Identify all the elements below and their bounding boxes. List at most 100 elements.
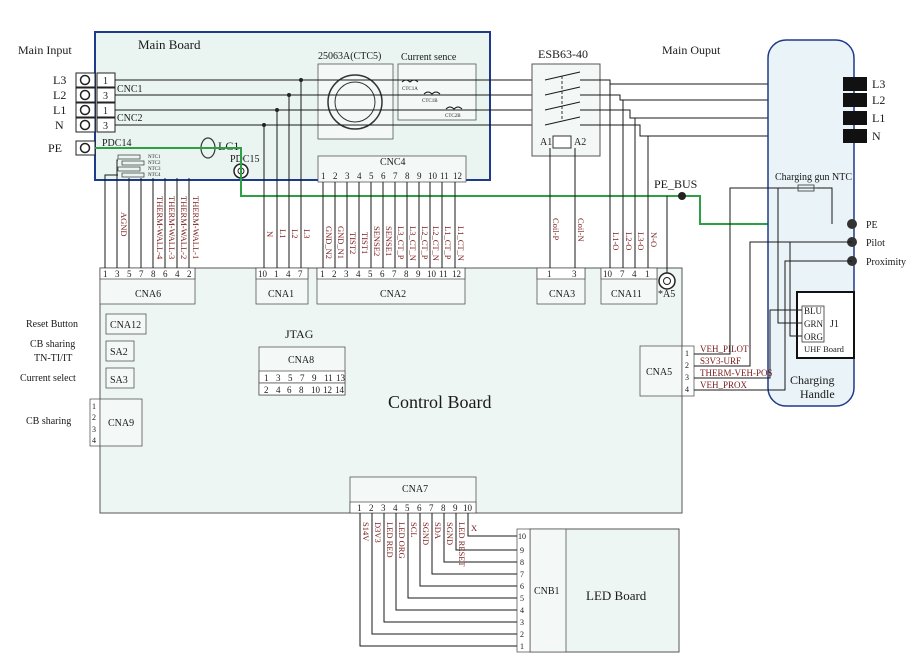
main-input-title: Main Input [18,43,72,57]
coil-2-icon [423,91,441,95]
wire [455,513,517,551]
output-line-label: L1 [872,111,885,125]
cna2-pin: 5 [368,269,373,279]
cna2-pin: 10 [427,269,437,279]
wire [467,513,517,537]
cna8-pin: 8 [299,385,304,395]
cna9-label: CB sharing [26,416,71,427]
cna5-pin-strip [681,345,695,397]
cnb1-pin: 1 [520,642,524,651]
esb-contacts [544,71,581,126]
cnb1-pin-strip [516,528,531,653]
ntc-label: NTC4 [148,173,161,178]
cnb1-pin: 4 [520,606,524,615]
cna7-title: CNA7 [402,484,428,495]
terminal-box [75,87,96,103]
cna3-pin: 3 [572,269,577,279]
cna11-pin: 4 [632,269,637,279]
cna5-pin: 2 [685,361,689,370]
cna8-pins: 1 3 5 7 9 11 13 2 4 6 8 10 12 14 [264,373,346,395]
cna8-pin: 9 [312,373,317,383]
ntc-resistor-icon [117,166,141,172]
cna11-signal: N-O [649,232,659,247]
cna9-pin: 4 [92,436,96,445]
cnb1-pin: 7 [520,570,524,579]
cna7-signal: D3V3 [373,522,383,543]
cna2-pin: 4 [356,269,361,279]
cna9-pin: 1 [92,402,96,411]
cnb1-pin: 10 [518,532,526,541]
junction-dot [275,108,279,112]
led-board-title: LED Board [586,588,647,603]
cna8-pin: 1 [264,373,269,383]
cnc1-label: CNC1 [117,84,143,95]
pdc15-label: PDC15 [230,154,259,165]
cna6-pin: 5 [127,269,132,279]
cnc4-pins: 1 2 3 4 5 6 7 8 9 10 11 12 [321,171,462,181]
terminal-box [75,72,96,88]
cna5-signal: S3V3-URF [700,356,741,366]
cnc2-label: CNC2 [117,113,143,124]
output-terminal [843,129,867,143]
uhf-label: UHF Board [804,344,845,354]
cnb1-pin: 5 [520,594,524,603]
pin-row [349,501,477,514]
output-line-label: L3 [872,77,885,91]
cna1-pin: 7 [298,269,303,279]
out-l1 [580,109,843,119]
wire [777,188,802,324]
cna7-pin: 5 [405,503,410,513]
cna2-pin: 2 [332,269,337,279]
cnb1-title: CNB1 [534,586,560,597]
cnb1-pin: 8 [520,558,524,567]
cna6-pin: 3 [115,269,120,279]
ntc-resistor-icon [117,154,141,160]
cna2-pin: 1 [320,269,325,279]
wire [694,241,852,367]
cnc4-pin: 7 [393,171,398,181]
cna1-signal: N [265,231,275,237]
cnc4-pin: 2 [333,171,338,181]
cna8-title: CNA8 [288,355,314,366]
cna2-signal: L2_CT_P [420,226,430,260]
current-sense-title: Current sence [401,52,457,63]
junction-dot [299,78,303,82]
cnc4-pin: 3 [345,171,350,181]
input-pin: 3 [103,91,108,102]
pin-row [258,382,346,396]
cna9-pin: 3 [92,425,96,434]
handle-title-2: Handle [800,387,835,401]
cna1-pin: 4 [286,269,291,279]
cna12-box [105,313,147,335]
cna2-pin: 7 [392,269,397,279]
cna11-pin: 10 [603,269,613,279]
cna8-pin: 13 [336,373,346,383]
cna11-title: CNA11 [611,289,642,300]
cna2-signals: GND_N2 GND_N1 TIST2 TIST1 SENSE2 SENSE1 … [324,226,466,261]
pe-bus-node [678,192,686,200]
cnc4-pin: 11 [440,171,449,181]
handle-pin-label: Proximity [866,257,906,268]
cna1-signal: L1 [278,229,288,238]
cnc4-pin: 10 [428,171,438,181]
ntc-label: NTC3 [148,167,161,172]
sa2-title: SA2 [110,347,128,358]
cna2-signal: L1_CT_P [443,226,453,260]
output-line-label: L2 [872,93,885,107]
wire [694,309,802,379]
cna11-pin: 1 [645,269,650,279]
cna1-wires [262,78,303,268]
output-terminal [843,111,867,125]
main-input-terminals: L3 L2 L1 N 1 3 1 3 PE [48,72,116,156]
cna11-signal: L3-O [636,232,646,250]
cna6-title: CNA6 [135,289,161,300]
cna11-signal: L1-O [611,232,621,250]
terminal-box [75,102,96,118]
esb-title: ESB63-40 [538,47,588,61]
cna2-signal: GND_N1 [336,226,346,259]
cna5-signal: VEH_PILOT [700,344,749,354]
ntc-label: NTC1 [148,155,161,160]
cna11-signal: L2-O [624,232,634,250]
a5-screw-icon [663,277,671,285]
cna7-signal: LED RED [385,522,395,558]
